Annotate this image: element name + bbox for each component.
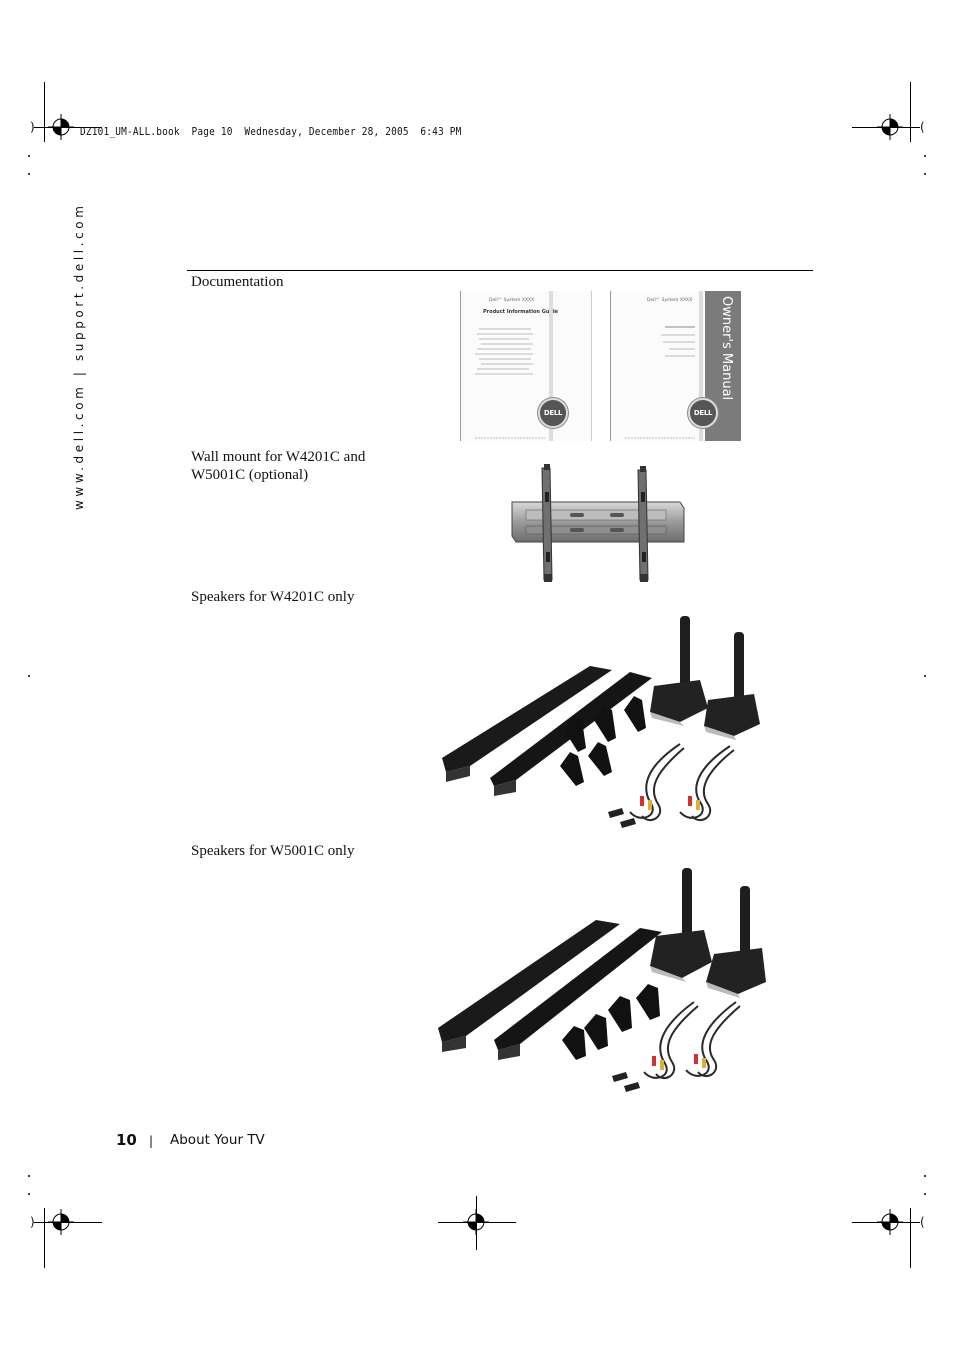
book-footer-line (475, 437, 545, 439)
footer-section-title: About Your TV (170, 1132, 265, 1148)
print-header-line: DZ101_UM-ALL.book Page 10 Wednesday, Dec… (80, 126, 462, 138)
item-label-speakers-w5001c: Speakers for W5001C only (191, 843, 355, 859)
print-dot (28, 675, 30, 677)
print-tick: ) (30, 1215, 35, 1229)
owners-manual-cover: Dell™ System XXXX DELL (610, 291, 741, 441)
registration-mark-icon (48, 114, 74, 140)
page-number: 10 (116, 1131, 137, 1149)
print-dot (924, 1193, 926, 1195)
footer-separator: | (149, 1134, 154, 1148)
product-information-guide-cover: Dell™ System XXXX Product Information Gu… (460, 291, 592, 441)
book-brand: Dell™ System XXXX (647, 298, 693, 303)
owners-manual-spine-title: Owner's Manual (719, 296, 734, 401)
print-dot (924, 675, 926, 677)
print-dot (28, 1193, 30, 1195)
sidebar-url: www.dell.com | support.dell.com (72, 202, 86, 510)
wall-mount-image (511, 464, 685, 582)
item-label-documentation: Documentation (191, 274, 284, 290)
print-dot (924, 1175, 926, 1177)
print-tick: ) (30, 120, 35, 134)
book-text-lines (475, 328, 533, 375)
book-text-lines (661, 326, 695, 357)
book-footer-line (625, 437, 695, 439)
print-dot (28, 1175, 30, 1177)
registration-mark-icon (877, 1209, 903, 1235)
item-label-speakers-w4201c: Speakers for W4201C only (191, 589, 355, 605)
book-title: Product Information Guide (483, 309, 559, 315)
dell-logo-icon: DELL (538, 398, 568, 428)
dell-logo-icon: DELL (688, 398, 718, 428)
book-brand: Dell™ System XXXX (489, 298, 535, 303)
registration-mark-icon (463, 1209, 489, 1235)
print-tick: ( (920, 120, 925, 134)
crop-mark (910, 1208, 911, 1268)
crop-mark (44, 1208, 45, 1268)
item-label-wall-mount: Wall mount for W4201C and W5001C (option… (191, 449, 366, 483)
speakers-w5001c-image (438, 868, 766, 1092)
registration-mark-icon (877, 114, 903, 140)
crop-mark (910, 82, 911, 142)
registration-mark-icon (48, 1209, 74, 1235)
print-dot (924, 155, 926, 157)
book-divider (549, 291, 553, 441)
print-dot (924, 173, 926, 175)
table-top-rule (187, 270, 813, 271)
book-divider (699, 291, 703, 441)
print-dot (28, 173, 30, 175)
crop-mark (44, 82, 45, 142)
print-dot (28, 155, 30, 157)
print-tick: ( (920, 1215, 925, 1229)
speakers-w4201c-image (442, 616, 760, 828)
